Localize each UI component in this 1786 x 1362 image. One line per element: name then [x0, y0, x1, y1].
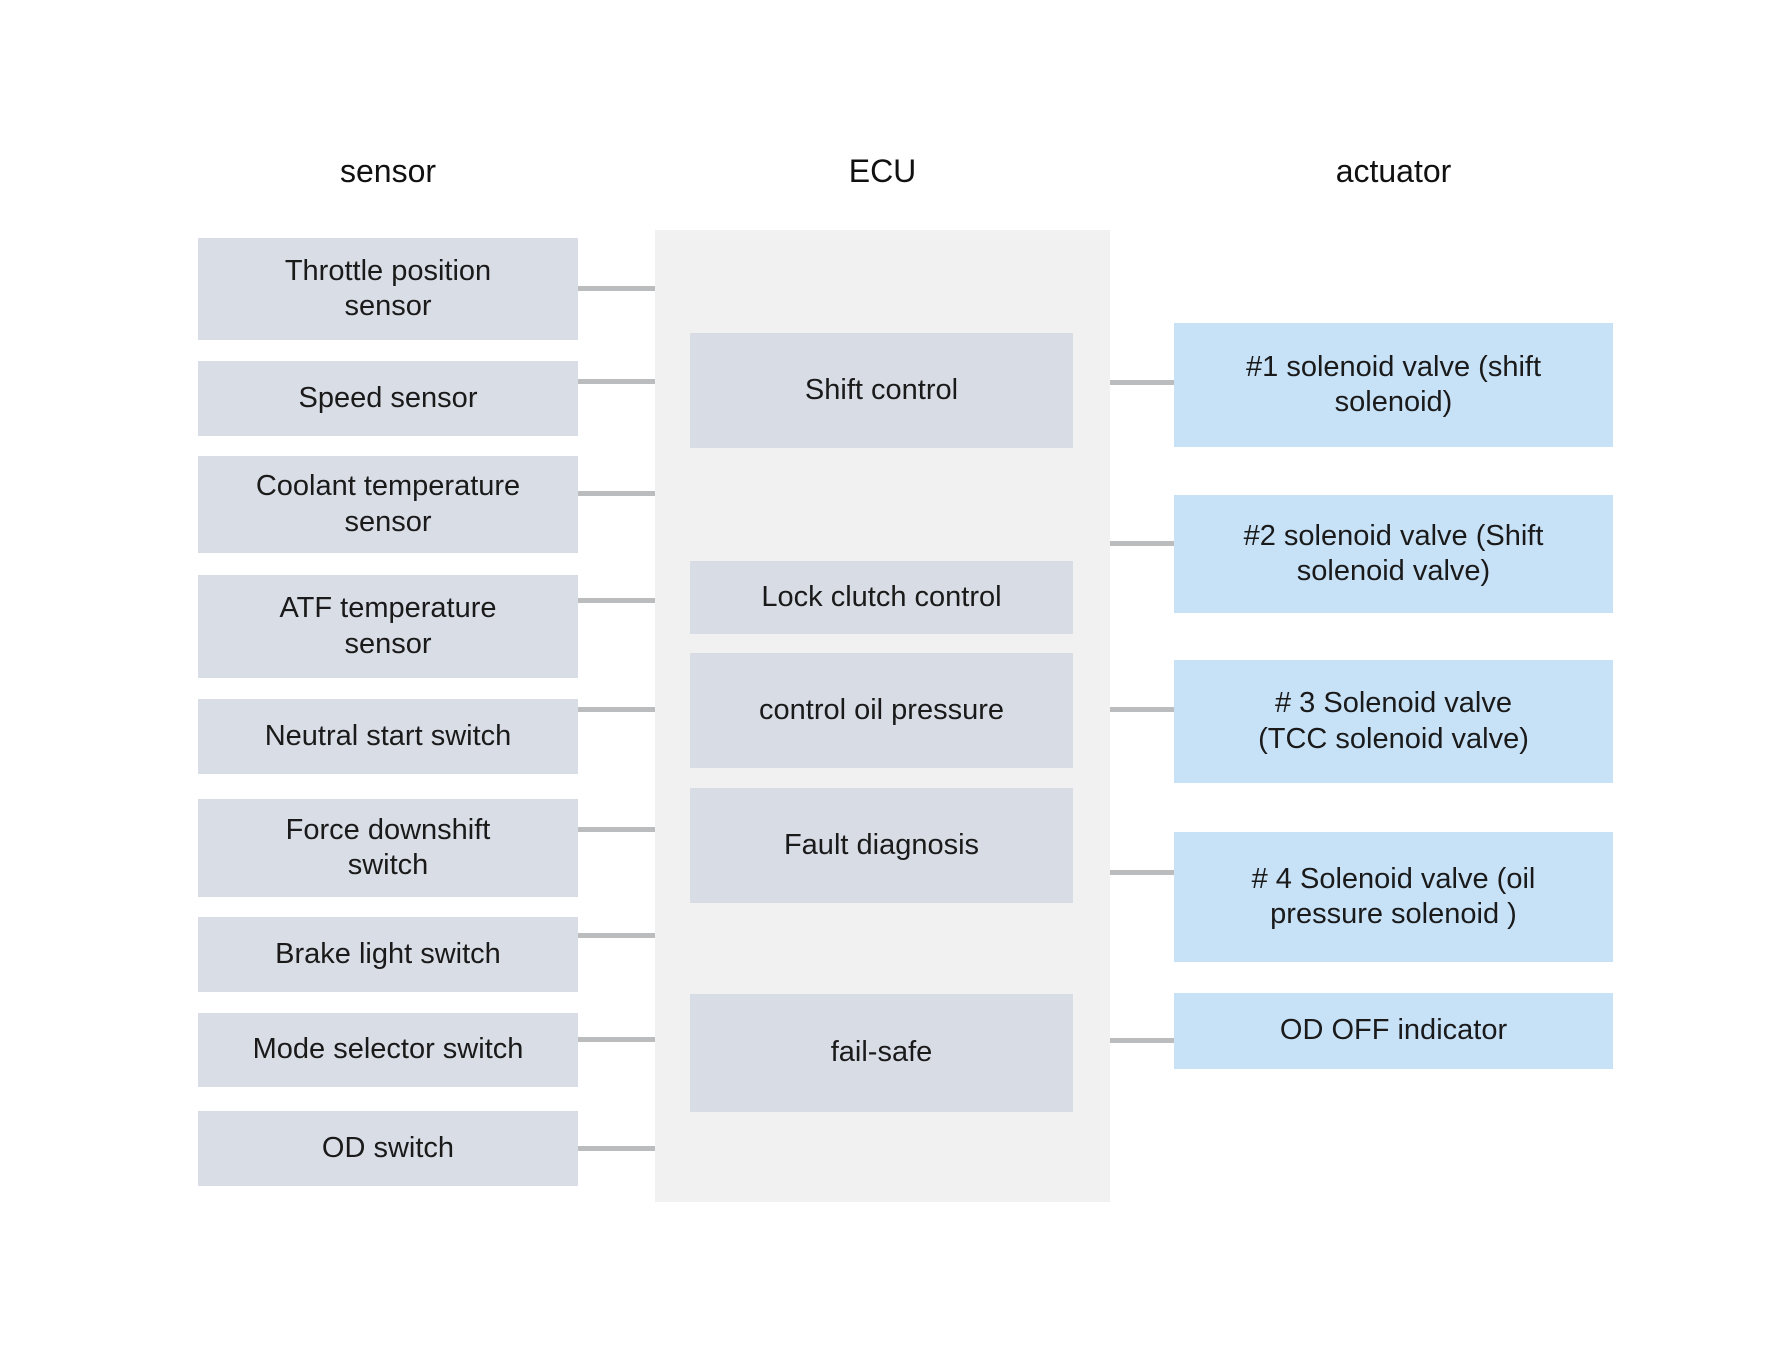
- connector-atf-to-ecu: [578, 598, 655, 603]
- sensor-box-coolant-temperature-sensor: Coolant temperature sensor: [198, 456, 578, 553]
- actuator-box-solenoid-valve-3: # 3 Solenoid valve (TCC solenoid valve): [1174, 660, 1613, 783]
- connector-force-downshift-to-ecu: [578, 827, 655, 832]
- connector-coolant-to-ecu: [578, 491, 655, 496]
- connector-ecu-to-solenoid-4: [1110, 870, 1174, 875]
- sensor-box-brake-light-switch: Brake light switch: [198, 917, 578, 992]
- ecu-function-fail-safe: fail-safe: [690, 994, 1073, 1112]
- sensor-column-header: sensor: [339, 152, 437, 189]
- actuator-column-header: actuator: [1335, 152, 1452, 189]
- sensor-box-od-switch: OD switch: [198, 1111, 578, 1186]
- connector-ecu-to-solenoid-3: [1110, 707, 1174, 712]
- connector-ecu-to-solenoid-2: [1110, 541, 1174, 546]
- sensor-box-atf-temperature-sensor: ATF temperature sensor: [198, 575, 578, 678]
- connector-od-switch-to-ecu: [578, 1146, 655, 1151]
- ecu-function-control-oil-pressure: control oil pressure: [690, 653, 1073, 768]
- ecu-function-lock-clutch-control: Lock clutch control: [690, 561, 1073, 634]
- sensor-box-throttle-position-sensor: Throttle position sensor: [198, 238, 578, 340]
- actuator-box-solenoid-valve-2: #2 solenoid valve (Shift solenoid valve): [1174, 495, 1613, 613]
- ecu-function-fault-diagnosis: Fault diagnosis: [690, 788, 1073, 903]
- actuator-box-od-off-indicator: OD OFF indicator: [1174, 993, 1613, 1069]
- connector-ecu-to-solenoid-1: [1110, 380, 1174, 385]
- connector-neutral-to-ecu: [578, 707, 655, 712]
- sensor-box-force-downshift-switch: Force downshift switch: [198, 799, 578, 897]
- ecu-function-shift-control: Shift control: [690, 333, 1073, 448]
- connector-speed-to-ecu: [578, 379, 655, 384]
- connector-throttle-to-ecu: [578, 286, 655, 291]
- sensor-box-mode-selector-switch: Mode selector switch: [198, 1013, 578, 1087]
- sensor-box-speed-sensor: Speed sensor: [198, 361, 578, 436]
- connector-mode-selector-to-ecu: [578, 1037, 655, 1042]
- connector-brake-light-to-ecu: [578, 933, 655, 938]
- connector-ecu-to-od-off-indicator: [1110, 1038, 1174, 1043]
- actuator-box-solenoid-valve-4: # 4 Solenoid valve (oil pressure solenoi…: [1174, 832, 1613, 962]
- sensor-box-neutral-start-switch: Neutral start switch: [198, 699, 578, 774]
- ecu-column-header: ECU: [848, 152, 917, 189]
- actuator-box-solenoid-valve-1: #1 solenoid valve (shift solenoid): [1174, 323, 1613, 447]
